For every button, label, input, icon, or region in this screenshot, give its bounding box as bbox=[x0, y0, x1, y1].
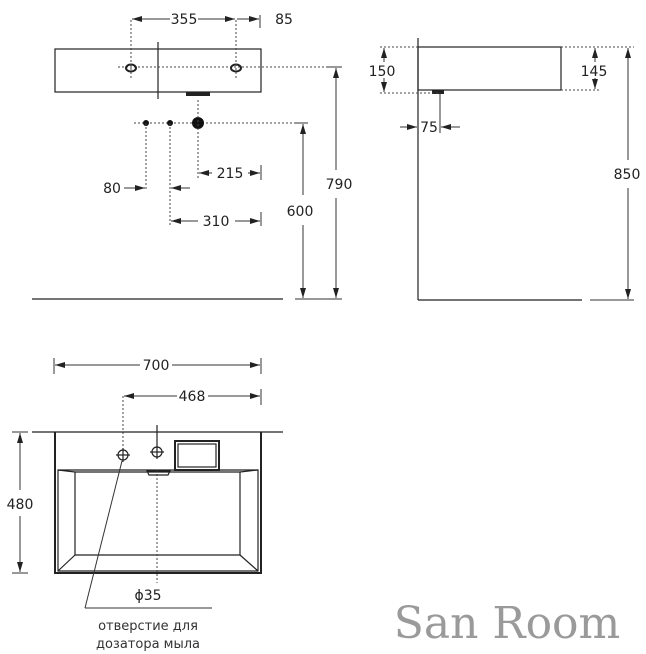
dim-diameter-35: ϕ35 bbox=[134, 588, 161, 604]
dim-355: 355 bbox=[171, 12, 198, 28]
dim-850: 850 bbox=[614, 167, 641, 183]
dim-150: 150 bbox=[369, 64, 396, 80]
dim-80: 80 bbox=[103, 181, 121, 197]
soap-recess bbox=[174, 440, 220, 471]
watermark: San Room bbox=[394, 598, 621, 649]
dim-600: 600 bbox=[287, 204, 314, 220]
dim-480: 480 bbox=[7, 497, 34, 513]
dim-310: 310 bbox=[203, 214, 230, 230]
note-soap-dispenser-hole-2: дозатора мыла bbox=[96, 637, 200, 652]
top-view: 700 468 480 ϕ35 отверстие для дозатора м… bbox=[7, 358, 283, 652]
note-soap-dispenser-hole: отверстие для bbox=[98, 619, 198, 634]
dim-215: 215 bbox=[217, 166, 244, 182]
dim-75: 75 bbox=[420, 120, 438, 136]
dim-468: 468 bbox=[179, 389, 206, 405]
drain-outlet bbox=[192, 117, 204, 129]
dim-700: 700 bbox=[143, 358, 170, 374]
dim-145: 145 bbox=[581, 64, 608, 80]
leader-line bbox=[84, 460, 123, 609]
side-view: 150 145 75 850 bbox=[369, 38, 641, 301]
basin-top-outline bbox=[54, 432, 262, 574]
basin-side-outline bbox=[417, 46, 562, 91]
dim-85: 85 bbox=[275, 12, 293, 28]
dim-790: 790 bbox=[326, 177, 353, 193]
front-view: 355 85 215 80 310 600 790 bbox=[32, 12, 353, 300]
